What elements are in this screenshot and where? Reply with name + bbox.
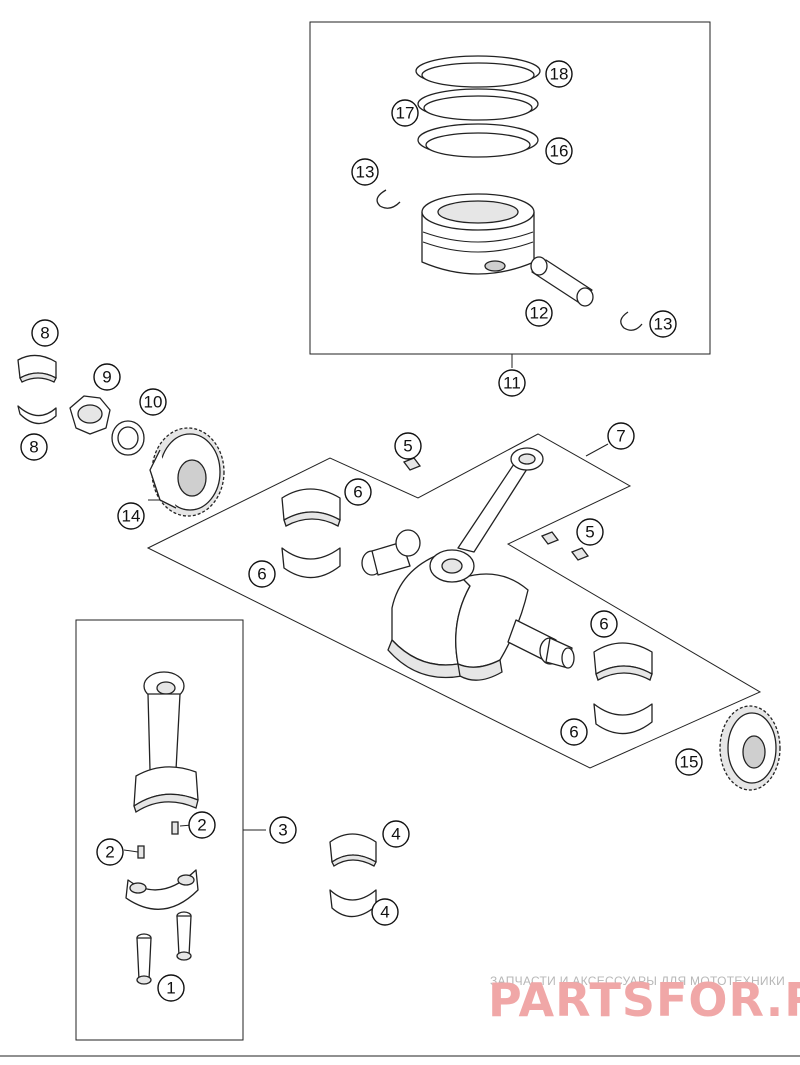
callout-9: 9 [93,363,121,391]
svg-text:8: 8 [29,438,38,457]
callout-11: 11 [498,369,526,397]
callout-4-top: 4 [382,820,410,848]
callout-16: 16 [545,137,573,165]
conrod-bolt-right [176,911,192,961]
svg-text:6: 6 [257,565,266,584]
washer [111,420,145,456]
callout-10: 10 [139,388,167,416]
callout-6-left-bottom: 6 [248,560,276,588]
main-bearing-shell-lower [17,405,57,425]
callout-12: 12 [525,299,553,327]
svg-text:2: 2 [197,816,206,835]
conrod-cap [125,869,199,910]
svg-text:12: 12 [530,304,549,323]
connecting-rod [133,671,199,813]
piston-pin [530,256,594,307]
callout-18: 18 [545,60,573,88]
svg-text:5: 5 [403,437,412,456]
svg-text:7: 7 [616,427,625,446]
watermark: ЗАПЧАСТИ И АКСЕССУАРЫ ДЛЯ МОТОТЕХНИКИ PA… [488,973,800,1027]
dowel-pin-right [171,821,179,835]
conrod-bearing-shell-upper [329,833,377,867]
callout-13-left: 13 [351,158,379,186]
callout-5-right: 5 [576,518,604,546]
svg-text:6: 6 [569,723,578,742]
callout-5-top: 5 [394,432,422,460]
svg-text:4: 4 [380,903,389,922]
dowel-pin-left [137,845,145,859]
svg-text:4: 4 [391,825,400,844]
svg-text:14: 14 [122,507,141,526]
main-bearing-shell-6-lower-left [281,547,341,579]
piston [421,193,535,275]
key-right-b [570,547,590,561]
svg-text:15: 15 [680,753,699,772]
svg-text:13: 13 [654,315,673,334]
callout-13-right: 13 [649,310,677,338]
svg-text:2: 2 [105,843,114,862]
callout-8-bottom: 8 [20,433,48,461]
callout-14: 14 [117,502,145,530]
piston-ring-middle [417,88,539,121]
crankshaft-group-frame [146,433,762,769]
main-bearing-shell-6-upper-left [281,488,341,527]
svg-text:6: 6 [353,483,362,502]
svg-text:5: 5 [585,523,594,542]
main-bearing-shell-6-upper-right [593,642,653,681]
piston-group [309,21,711,368]
piston-group-frame [309,21,711,355]
svg-text:10: 10 [144,393,163,412]
svg-text:6: 6 [599,615,608,634]
svg-text:8: 8 [40,324,49,343]
watermark-subtitle: ЗАПЧАСТИ И АКСЕССУАРЫ ДЛЯ МОТОТЕХНИКИ [490,974,785,988]
main-bearing-shell-6-lower-right [593,703,653,735]
crankshaft [361,447,575,681]
svg-text:17: 17 [396,104,415,123]
svg-text:1: 1 [166,979,175,998]
conrod-group-frame [75,619,244,1041]
callout-17: 17 [391,99,419,127]
callout-1: 1 [157,974,185,1002]
main-bearing-shell-upper [17,354,57,383]
callout-6-left-top: 6 [344,478,372,506]
nut [69,395,111,435]
callout-4-bottom: 4 [371,898,399,926]
callout-7: 7 [607,422,635,450]
primary-gear [149,427,225,517]
conrod-bolt-left [136,933,152,985]
key-top [402,457,422,471]
piston-ring-oil [417,123,539,158]
circlip-left [376,189,401,209]
circlip-right [620,311,643,331]
callout-3: 3 [269,816,297,844]
watermark-brand: PARTSFOR.RU [488,973,800,1027]
callout-15: 15 [675,748,703,776]
balancer-drive-gear [719,705,781,791]
callout-8-top: 8 [31,319,59,347]
conrod-bearing-shell-lower [329,889,377,918]
svg-text:11: 11 [503,374,521,393]
key-right-a [540,531,560,545]
crankshaft-group [146,433,762,769]
callout-6-right-top: 6 [590,610,618,638]
callout-2-right: 2 [188,811,216,839]
svg-text:3: 3 [278,821,287,840]
conrod-group [75,619,266,1041]
piston-ring-top [415,55,541,88]
svg-text:18: 18 [550,65,569,84]
svg-text:13: 13 [356,163,375,182]
callout-6-right-bottom: 6 [560,718,588,746]
svg-text:16: 16 [550,142,569,161]
callout-2-left: 2 [96,838,124,866]
svg-text:9: 9 [102,368,111,387]
